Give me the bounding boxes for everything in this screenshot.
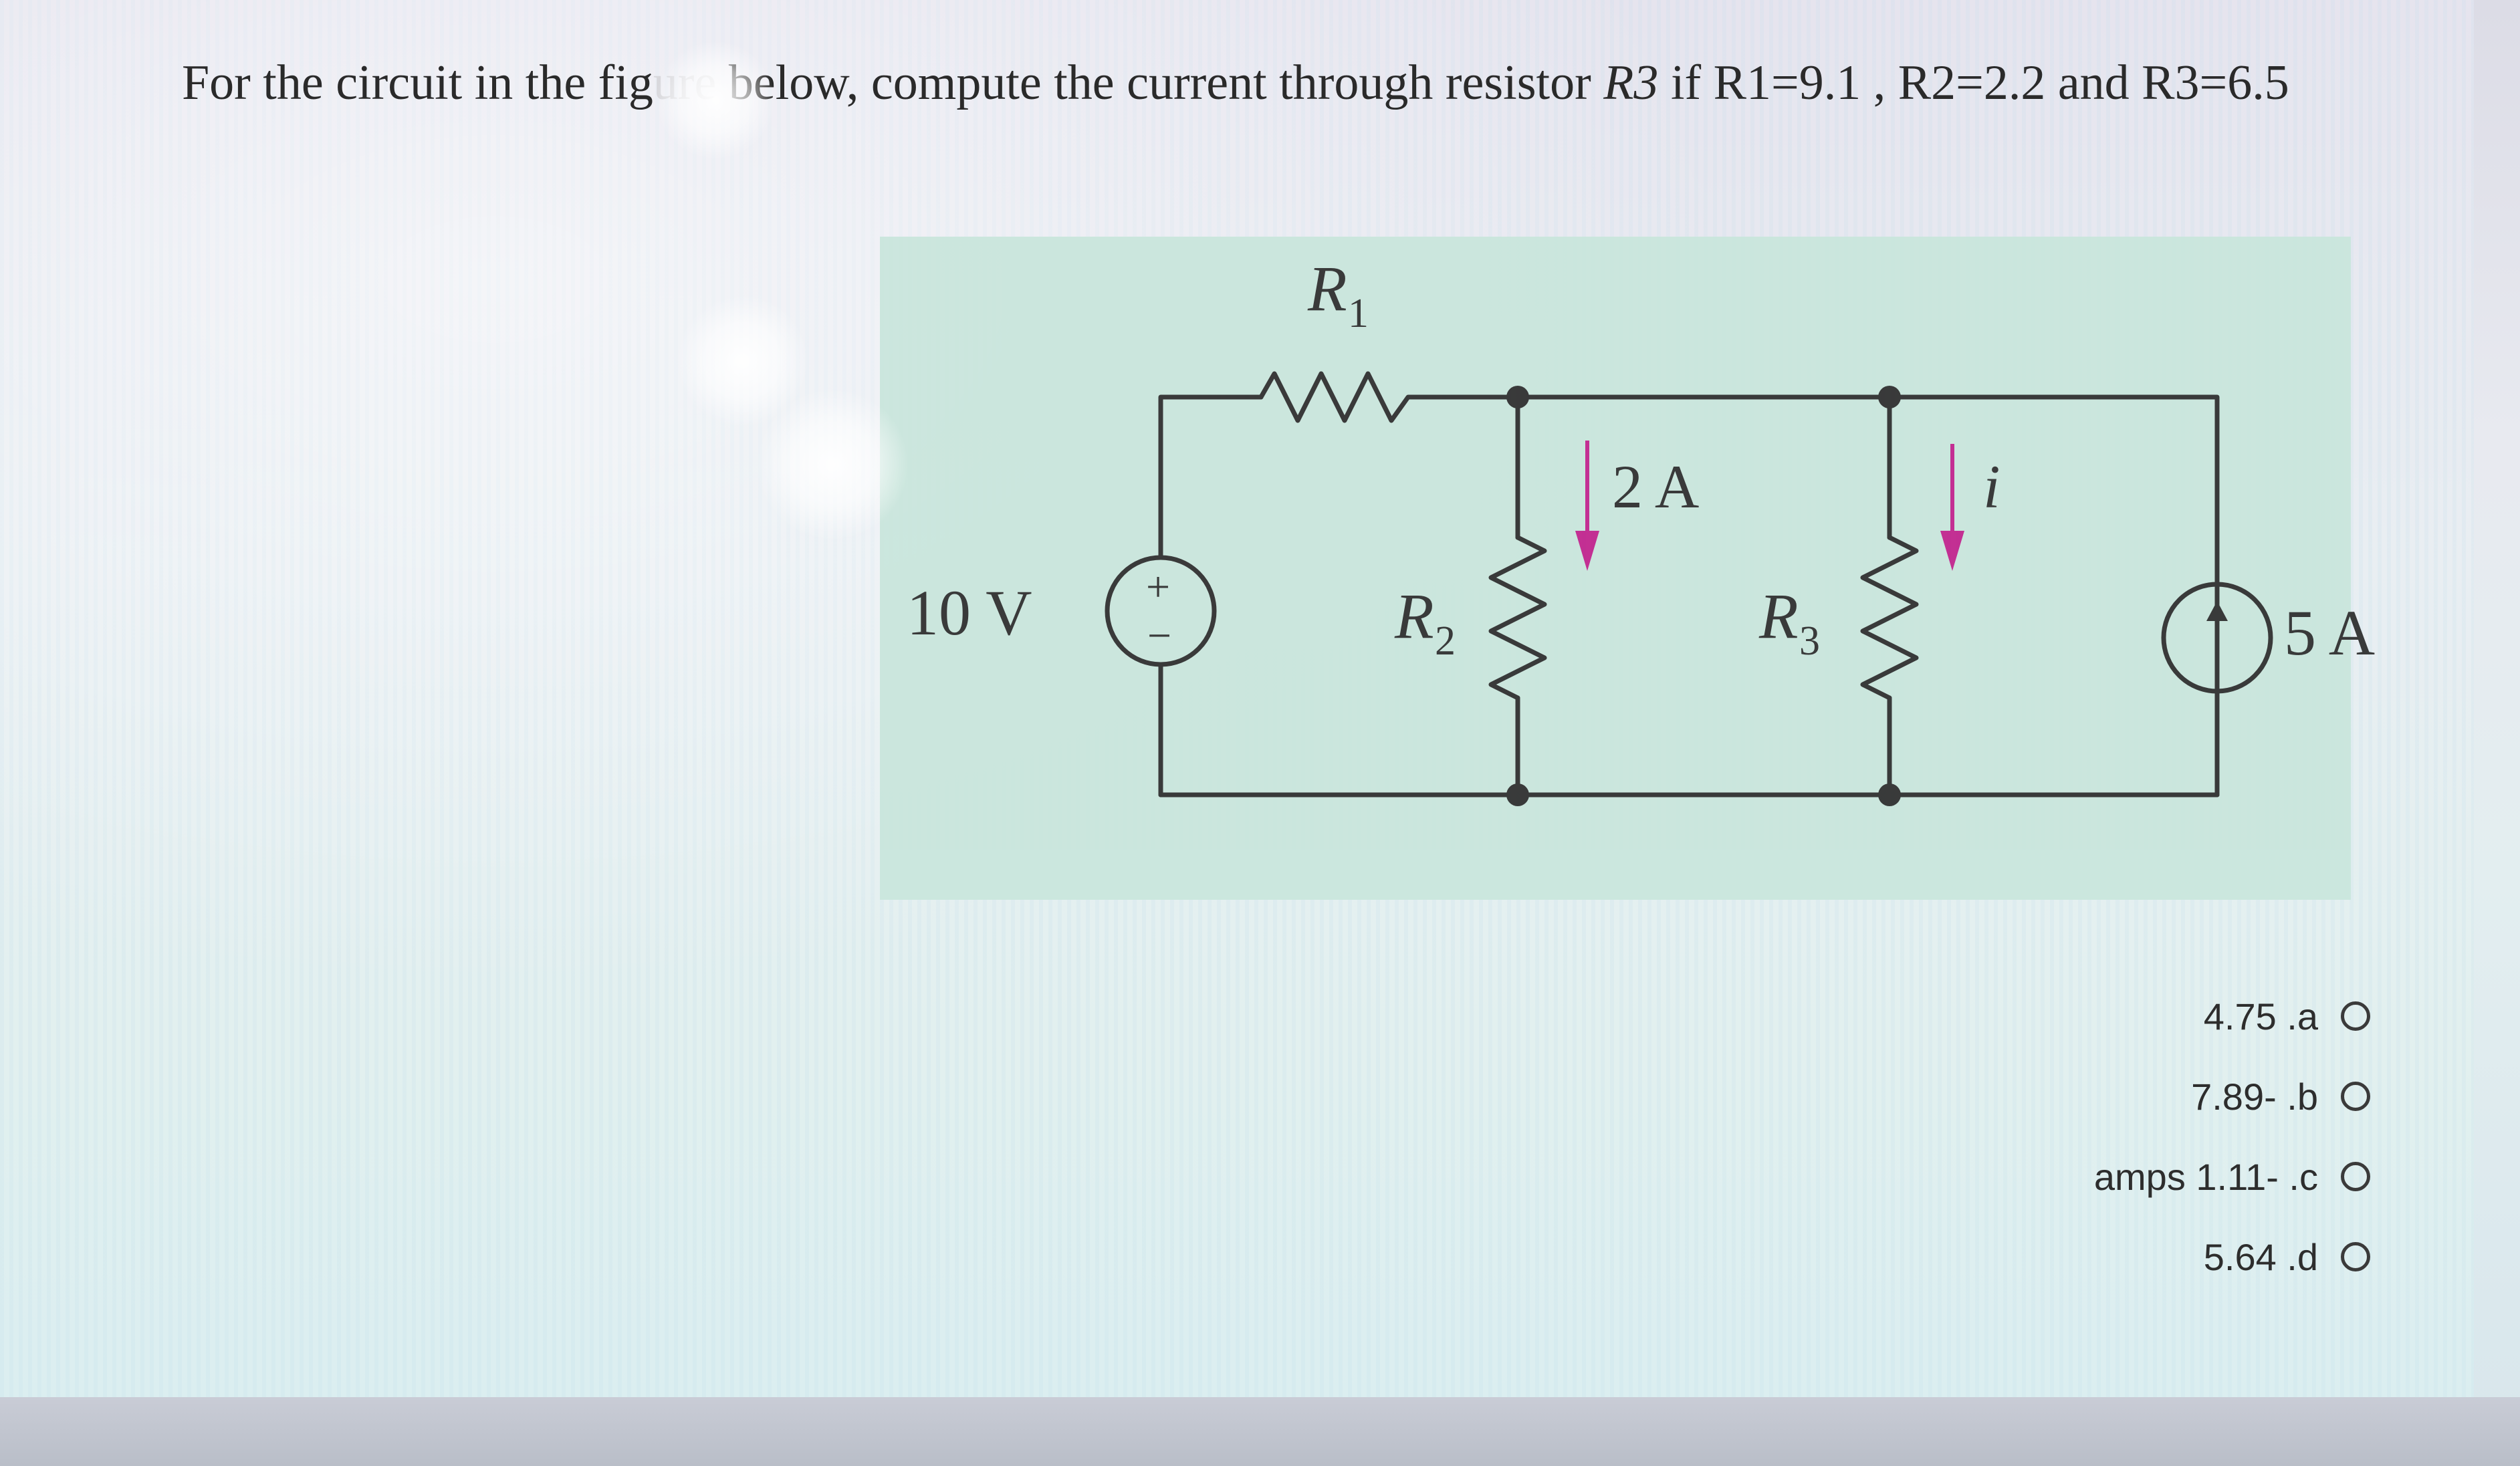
option-b[interactable]: 7.89- .b — [1768, 1056, 2370, 1136]
option-d-radio[interactable] — [2341, 1242, 2370, 1271]
current-source-label: 5 A — [2284, 597, 2375, 668]
answer-options: 4.75 .a 7.89- .b amps 1.11- .c 5.64 .d — [1768, 976, 2370, 1297]
option-c-radio[interactable] — [2341, 1162, 2370, 1191]
option-d[interactable]: 5.64 .d — [1768, 1217, 2370, 1297]
current-i-label: i — [1983, 453, 2000, 521]
question-part-1: For the circuit in the fig — [182, 55, 653, 110]
voltage-minus: − — [1147, 612, 1171, 659]
option-c-label: amps 1.11- .c — [2093, 1155, 2318, 1198]
r3-subscript: 3 — [1799, 618, 1820, 664]
r2-resistor — [1488, 535, 1547, 701]
voltage-source — [1105, 555, 1217, 667]
question-resistor: R3 — [1603, 55, 1659, 110]
r3-resistor — [1860, 535, 1919, 701]
arrow-i-icon — [1940, 531, 1964, 571]
option-a-radio[interactable] — [2341, 1001, 2370, 1031]
r1-resistor — [1258, 371, 1520, 423]
node-bottom-r2 — [1506, 783, 1529, 806]
option-d-label: 5.64 .d — [2203, 1235, 2318, 1278]
option-b-radio[interactable] — [2341, 1082, 2370, 1111]
arrow-2a-icon — [1575, 531, 1599, 571]
option-a-label: 4.75 .a — [2203, 995, 2318, 1037]
question-part-3: below, compute the current through resis… — [716, 55, 1604, 110]
current-2a-label: 2 A — [1612, 453, 1699, 521]
option-b-label: 7.89- .b — [2191, 1075, 2318, 1118]
circuit-diagram: R 1 R 2 R 3 10 V + − 2 A i 5 A — [907, 253, 2375, 806]
question-text: For the circuit in the figure below, com… — [182, 55, 2489, 112]
voltage-source-label: 10 V — [907, 577, 1032, 648]
node-bottom-r3 — [1878, 783, 1901, 806]
screen-bezel — [0, 1397, 2520, 1466]
current-source-arrow-icon — [2206, 601, 2228, 621]
r2-subscript: 2 — [1435, 618, 1456, 664]
voltage-plus: + — [1146, 563, 1170, 610]
question-part-4: if R1=9.1 , R2=2.2 and R3=6.5 — [1658, 55, 2289, 110]
option-c[interactable]: amps 1.11- .c — [1768, 1136, 2370, 1217]
option-a[interactable]: 4.75 .a — [1768, 976, 2370, 1056]
r2-label: R — [1394, 580, 1434, 652]
circuit-figure: R 1 R 2 R 3 10 V + − 2 A i 5 A — [880, 237, 2375, 900]
r3-label: R — [1758, 580, 1799, 652]
r1-label: R — [1307, 253, 1347, 324]
node-top-r2 — [1506, 386, 1529, 408]
question-part-2: ure — [653, 55, 717, 110]
r1-subscript: 1 — [1348, 291, 1369, 336]
current-source — [2161, 582, 2273, 694]
node-top-r3 — [1878, 386, 1901, 408]
